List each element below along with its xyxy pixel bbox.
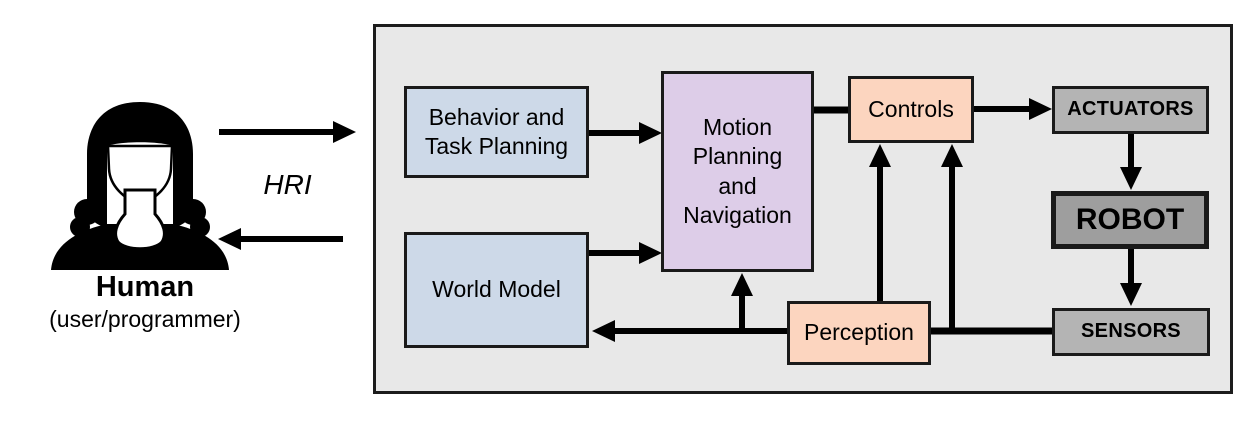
node-label: ACTUATORS (1067, 98, 1194, 121)
node-label: World Model (432, 276, 561, 303)
arrow-perception-to-worldmodel (592, 320, 789, 342)
node-behavior-task-planning: Behavior and Task Planning (404, 86, 589, 178)
arrow-worldmodel-to-motion (589, 242, 662, 264)
node-label: Behavior and Task Planning (424, 103, 569, 159)
hri-label: HRI (263, 169, 312, 200)
arrow-robot-to-sensors (1120, 248, 1142, 306)
human-role-label: (user/programmer) (49, 306, 241, 332)
node-label: ROBOT (1075, 202, 1185, 236)
node-actuators: ACTUATORS (1052, 86, 1209, 134)
node-perception: Perception (787, 301, 931, 365)
human-label: Human (95, 271, 195, 303)
node-label: SENSORS (1081, 320, 1181, 343)
node-robot: ROBOT (1051, 191, 1209, 249)
arrow-human-to-system (219, 121, 356, 143)
human-icon (51, 102, 229, 270)
arrow-sensors-to-controls (941, 144, 963, 334)
arrow-actuators-to-robot (1120, 133, 1142, 190)
node-world-model: World Model (404, 232, 589, 348)
arrow-perception-to-controls (869, 144, 891, 305)
node-motion-planning-navigation: Motion Planning and Navigation (661, 71, 814, 272)
arrow-perception-to-motion (731, 273, 753, 334)
node-sensors: SENSORS (1052, 308, 1210, 356)
arrow-controls-to-actuators (974, 98, 1052, 120)
node-label: Controls (868, 95, 954, 122)
node-label: Motion Planning and Navigation (683, 114, 792, 228)
arrow-behavior-to-motion (589, 122, 662, 144)
arrow-system-to-human (218, 228, 343, 250)
node-controls: Controls (848, 76, 974, 143)
node-label: Perception (804, 319, 914, 346)
